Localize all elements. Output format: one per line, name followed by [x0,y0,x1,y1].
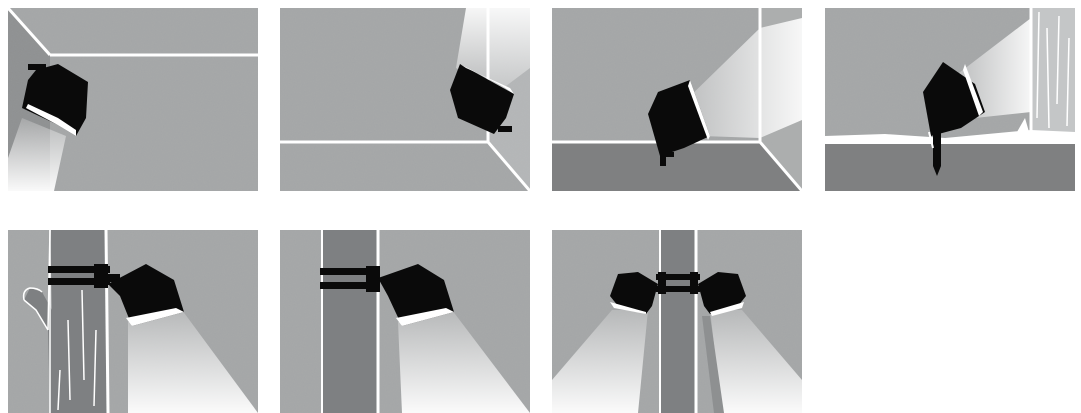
spotlight-pole-strap-icon [280,230,530,413]
panel-ground-spike-uplight [825,8,1075,191]
panel-tree-strap-mount [8,230,258,413]
panel-floor-corner-uplight [280,8,530,191]
panel-floor-mount-wall-wash [552,8,802,191]
spotlight-pole-double-icon [552,230,802,413]
panel-ceiling-corner-mount [8,8,258,191]
panel-pole-double-strap-mount [552,230,802,413]
spotlight-floor-corner-icon [280,8,530,191]
spotlight-tree-strap-icon [8,230,258,413]
spotlight-floor-wallwash-icon [552,8,802,191]
panel-pole-strap-mount [280,230,530,413]
spotlight-ceiling-corner-icon [8,8,258,191]
spotlight-ground-spike-icon [825,8,1075,191]
